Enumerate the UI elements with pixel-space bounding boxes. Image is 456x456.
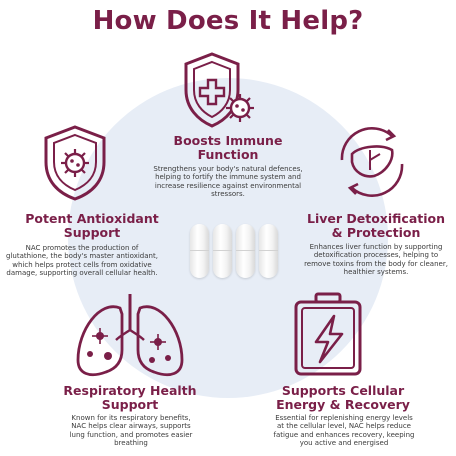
capsules-image <box>190 224 280 280</box>
energy-heading: Supports Cellular Energy & Recovery <box>276 383 410 412</box>
liver-text: Enhances liver function by supporting de… <box>304 243 448 277</box>
energy-text: Essential for replenishing energy levels… <box>273 414 415 448</box>
battery-bolt-icon <box>288 292 368 378</box>
antioxidant-text: NAC promotes the production of glutathio… <box>6 244 158 278</box>
lungs-virus-icon <box>70 290 190 382</box>
immune-text: Strengthens your body's natural defences… <box>153 165 303 199</box>
antioxidant-heading: Potent Antioxidant Support <box>25 211 159 240</box>
liver-heading: Liver Detoxification & Protection <box>306 211 445 240</box>
respiratory-text: Known for its respiratory benefits, NAC … <box>69 414 193 448</box>
page-title: How Does It Help? <box>92 6 364 36</box>
liver-recycle-icon <box>330 120 414 204</box>
respiratory-heading: Respiratory Health Support <box>63 383 197 412</box>
shield-plus-virus-icon <box>182 50 258 130</box>
shield-virus-icon <box>40 124 110 202</box>
immune-heading: Boosts Immune Function <box>173 133 283 162</box>
